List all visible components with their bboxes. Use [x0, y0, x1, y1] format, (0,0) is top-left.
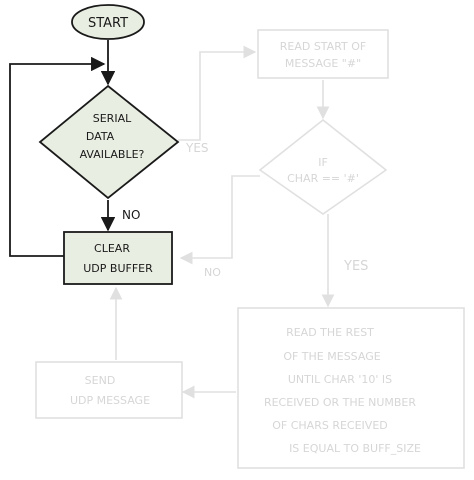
start-node: START	[71, 4, 145, 40]
clear-buffer-line-1: CLEAR	[94, 242, 130, 255]
read-start-node: READ START OF MESSAGE "#"	[257, 29, 389, 79]
start-label: START	[88, 16, 128, 31]
send-udp-line-2: UDP MESSAGE	[70, 394, 150, 407]
serial-decision-line-2: DATA	[86, 130, 115, 143]
read-rest-node: READ THE REST OF THE MESSAGE UNTIL CHAR …	[237, 307, 465, 469]
label-yes-char: YES	[343, 259, 368, 274]
clear-buffer-line-2: UDP BUFFER	[83, 262, 153, 275]
serial-decision-node: SERIAL DATA AVAILABLE?	[38, 84, 180, 200]
char-decision-line-2: CHAR == '#'	[287, 172, 359, 185]
label-no-serial: NO	[122, 208, 140, 222]
label-no-char: NO	[204, 266, 221, 279]
edge-clear-loop-back	[9, 56, 106, 257]
read-rest-line-1: READ THE REST	[286, 326, 374, 339]
read-rest-line-2: OF THE MESSAGE	[283, 350, 380, 363]
char-decision-node: IF CHAR == '#'	[258, 118, 388, 215]
send-udp-line-1: SEND	[85, 374, 116, 387]
read-rest-line-5: OF CHARS RECEIVED	[272, 419, 388, 432]
edge-no-char-to-clear	[179, 175, 260, 265]
serial-decision-line-3: AVAILABLE?	[80, 148, 145, 161]
read-start-line-1: READ START OF	[280, 40, 367, 53]
read-rest-line-3: UNTIL CHAR '10' IS	[288, 373, 392, 386]
serial-decision-line-1: SERIAL	[93, 112, 132, 125]
faded-section: READ START OF MESSAGE "#" IF CHAR == '#'…	[35, 29, 465, 469]
active-section: START SERIAL DATA AVAILABLE? CLEAR UDP B…	[9, 4, 180, 285]
char-decision-line-1: IF	[318, 156, 328, 169]
label-yes-serial: YES	[185, 141, 209, 155]
clear-buffer-node: CLEAR UDP BUFFER	[63, 231, 173, 285]
read-rest-line-4: RECEIVED OR THE NUMBER	[264, 396, 416, 409]
send-udp-node: SEND UDP MESSAGE	[35, 361, 183, 419]
read-start-line-2: MESSAGE "#"	[285, 57, 361, 70]
read-rest-line-6: IS EQUAL TO BUFF_SIZE	[289, 442, 421, 455]
edge-yes-to-read-start	[178, 45, 257, 141]
